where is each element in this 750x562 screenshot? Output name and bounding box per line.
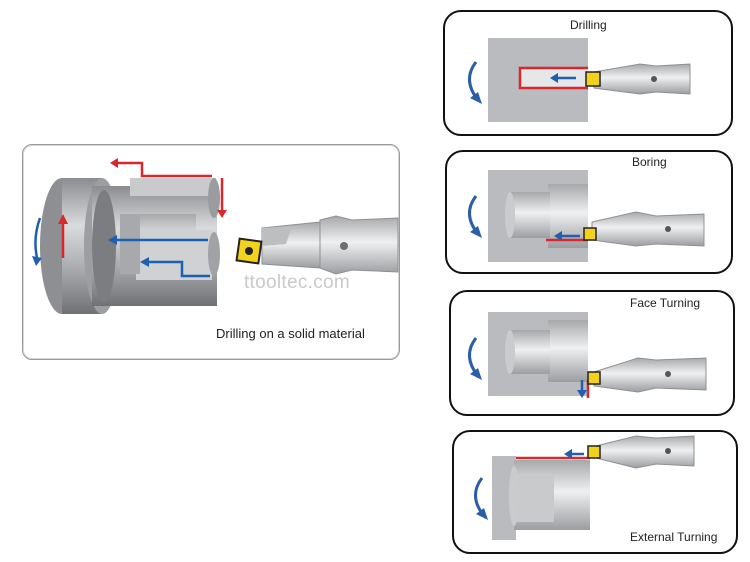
boring-diagram xyxy=(468,170,705,262)
red-arrowheads xyxy=(58,158,227,224)
drill-tool-icon xyxy=(261,215,399,275)
face-turning-label: Face Turning xyxy=(630,296,701,310)
workpiece-assembly xyxy=(40,178,220,314)
drilling-diagram xyxy=(468,38,691,122)
face-turning-diagram xyxy=(468,312,707,398)
main-caption: Drilling on a solid material xyxy=(216,326,365,341)
external-turning-label: External Turning xyxy=(630,530,718,544)
watermark: ttooltec.com xyxy=(244,272,351,293)
boring-label: Boring xyxy=(632,155,667,169)
cut-path-red xyxy=(61,161,224,258)
drilling-label: Drilling xyxy=(570,18,607,32)
carbide-insert-icon xyxy=(235,237,263,265)
external-turning-diagram xyxy=(474,435,695,540)
